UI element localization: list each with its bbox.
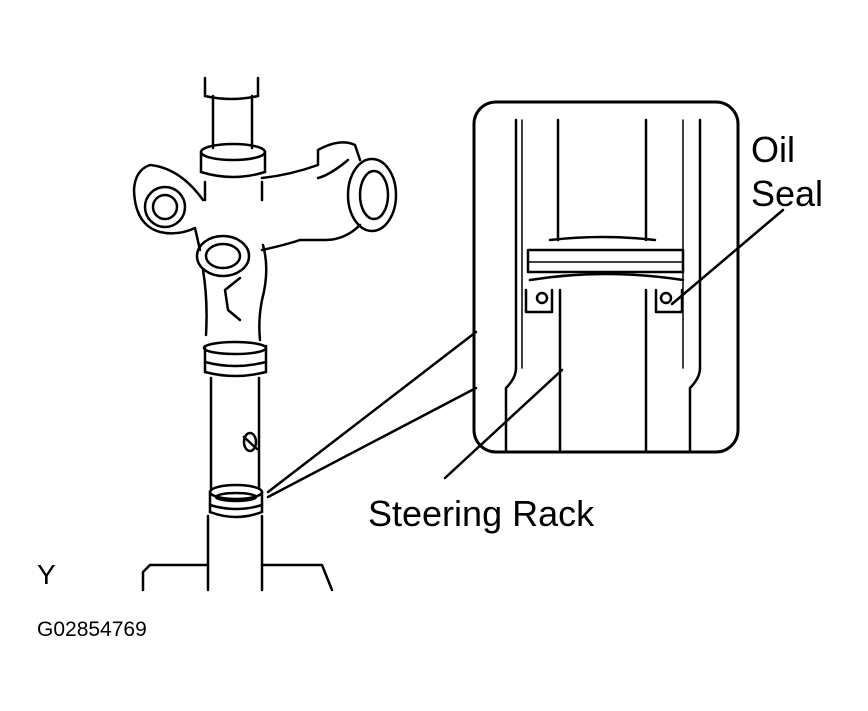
oil-seal-label-line2: Seal (751, 173, 824, 214)
label-leaders (443, 208, 785, 480)
figure-code: G02854769 (37, 618, 147, 641)
oil-seal-label-line1: Oil (751, 129, 795, 170)
callout-leaders (266, 330, 478, 499)
inset-detail-box (472, 100, 740, 454)
steering-gear-housing (132, 76, 398, 592)
steering-rack-label: Steering Rack (368, 493, 595, 534)
marker-label: Y (37, 559, 56, 590)
oil-seal-label: Oil Seal (751, 128, 823, 216)
